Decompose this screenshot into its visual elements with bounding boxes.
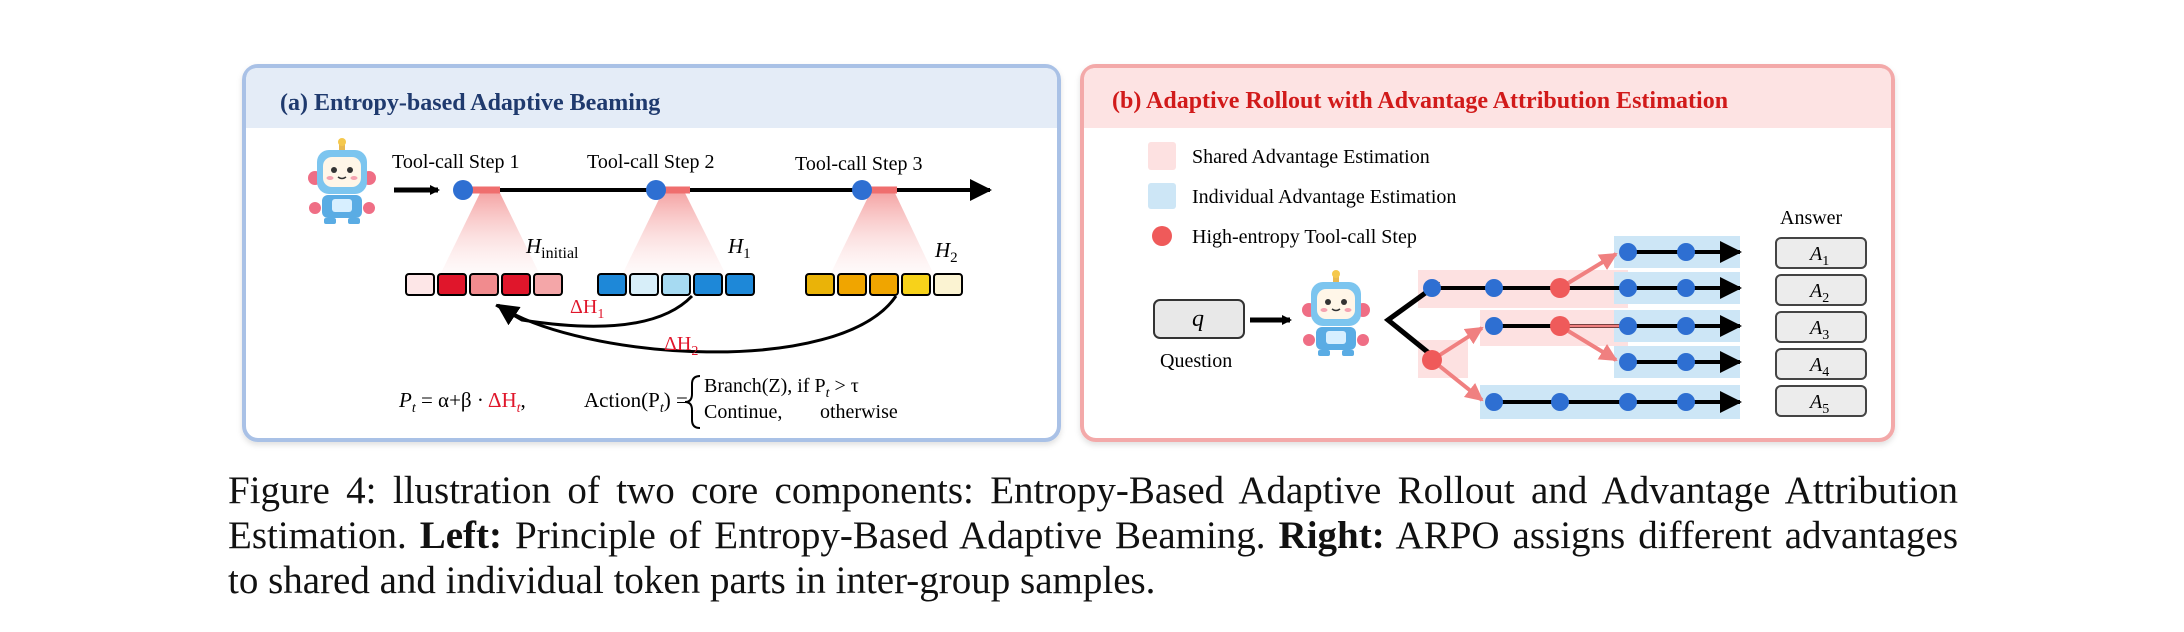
high-entropy-node — [1550, 316, 1570, 336]
entropy-label-1: H1 — [727, 234, 751, 262]
token-3-5 — [933, 273, 963, 296]
panel-a-header — [246, 68, 1057, 128]
answer-label-4: A4 — [1808, 354, 1829, 380]
answer-box-3 — [1775, 311, 1867, 343]
delta-arc-1 — [495, 294, 694, 328]
token-3-3 — [869, 273, 899, 296]
node — [1677, 317, 1695, 335]
token-2-3 — [661, 273, 691, 296]
token-2-5 — [725, 273, 755, 296]
delta-arc-2 — [496, 295, 898, 354]
step-node-2 — [646, 180, 666, 200]
node — [1551, 393, 1569, 411]
token-2-4 — [693, 273, 723, 296]
branch-down-5 — [1430, 358, 1484, 402]
formula-lhs: Pt = α+β · ΔHt, — [398, 388, 526, 416]
beam-step-2 — [622, 193, 726, 275]
token-1-2 — [437, 273, 467, 296]
answer-label-1: A1 — [1808, 243, 1829, 269]
step-node-1 — [453, 180, 473, 200]
node — [1423, 279, 1441, 297]
beam-step-3 — [830, 193, 934, 275]
delta-label-1: ΔH1 — [570, 296, 604, 322]
answer-label-5: A5 — [1808, 391, 1829, 417]
node — [1619, 393, 1637, 411]
node — [1485, 317, 1503, 335]
token-groups — [405, 273, 963, 296]
node — [1677, 353, 1695, 371]
question-box — [1153, 299, 1245, 339]
node — [1619, 317, 1637, 335]
token-3-4 — [901, 273, 931, 296]
answer-header: Answer — [1780, 207, 1843, 229]
legend-high-entropy-label: High-entropy Tool-call Step — [1192, 226, 1417, 248]
figure-caption: Figure 4: llustration of two core compon… — [228, 468, 1958, 603]
answer-box-5 — [1775, 385, 1867, 417]
caption-right-text: ARPO assigns different advantages to sha… — [228, 514, 1958, 602]
formula-continue: Continue, — [704, 401, 782, 423]
formula-otherwise: otherwise — [820, 401, 898, 423]
caption-lead: Figure 4: llustration of two core compon… — [228, 469, 1958, 557]
panel-b: (b) Adaptive Rollout with Advantage Attr… — [1080, 64, 1895, 442]
legend-individual-label: Individual Advantage Estimation — [1192, 186, 1456, 208]
token-1-1 — [405, 273, 435, 296]
formula-action: Action(Pt) = — [584, 388, 688, 416]
formula-branch: Branch(Z), if Pt > τ — [704, 375, 859, 401]
answer-label-3: A3 — [1808, 317, 1829, 343]
question-symbol: q — [1192, 306, 1204, 332]
token-1-3 — [469, 273, 499, 296]
high-entropy-node — [1550, 278, 1570, 298]
token-3-2 — [837, 273, 867, 296]
question-label: Question — [1160, 350, 1232, 372]
answer-box-1 — [1775, 237, 1867, 269]
delta-label-2: ΔH2 — [664, 333, 698, 359]
answer-box-2 — [1775, 274, 1867, 306]
entropy-label-initial: Hinitial — [525, 234, 579, 262]
high-entropy-node — [1422, 350, 1442, 370]
legend-shared-label: Shared Advantage Estimation — [1192, 146, 1430, 168]
beam-step-1 — [440, 193, 540, 275]
step-label-1: Tool-call Step 1 — [392, 151, 519, 173]
answer-box-4 — [1775, 348, 1867, 380]
branch-up-1 — [1558, 252, 1618, 290]
entropy-label-2: H2 — [934, 238, 958, 266]
node — [1485, 279, 1503, 297]
panel-a-title: (a) Entropy-based Adaptive Beaming — [280, 90, 660, 116]
legend-high-entropy-dot — [1152, 226, 1172, 246]
node — [1619, 279, 1637, 297]
node — [1677, 393, 1695, 411]
node — [1677, 243, 1695, 261]
token-1-4 — [501, 273, 531, 296]
figure-4: (a) Entropy-based Adaptive Beaming Tool-… — [242, 64, 1895, 442]
formula-brace — [684, 375, 701, 429]
caption-right-label: Right: — [1278, 514, 1385, 557]
node — [1619, 243, 1637, 261]
step-label-2: Tool-call Step 2 — [587, 151, 714, 173]
caption-left-label: Left: — [419, 514, 503, 557]
panel-a: (a) Entropy-based Adaptive Beaming Tool-… — [242, 64, 1061, 442]
token-1-5 — [533, 273, 563, 296]
branch-down-3 — [1558, 324, 1618, 362]
root-branch — [1383, 283, 1437, 360]
step-label-3: Tool-call Step 3 — [795, 153, 922, 175]
legend-individual-swatch — [1148, 183, 1176, 209]
caption-left-text: Principle of Entropy-Based Adaptive Beam… — [502, 514, 1279, 557]
node — [1619, 353, 1637, 371]
node — [1485, 393, 1503, 411]
step-node-3 — [852, 180, 872, 200]
token-2-2 — [629, 273, 659, 296]
panel-b-title: (b) Adaptive Rollout with Advantage Attr… — [1112, 88, 1728, 114]
token-2-1 — [597, 273, 627, 296]
panel-b-header — [1084, 68, 1891, 128]
node — [1677, 279, 1695, 297]
answer-label-2: A2 — [1808, 280, 1829, 306]
legend-shared-swatch — [1148, 142, 1176, 170]
token-3-1 — [805, 273, 835, 296]
